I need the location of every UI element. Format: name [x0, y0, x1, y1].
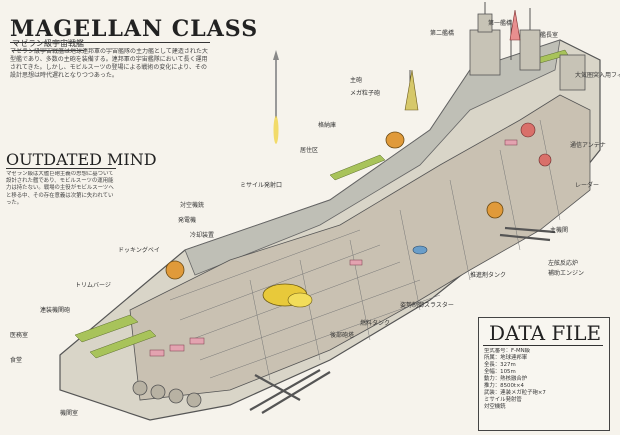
- callout-label: 発電機: [178, 217, 197, 224]
- callout-label: 補助エンジン: [548, 270, 585, 277]
- callout-label: 後部砲塔: [330, 332, 355, 339]
- data-file-row: 武装：連装メガ粒子砲×7: [484, 390, 546, 396]
- data-file-row: 所属：地球連邦軍: [484, 355, 528, 361]
- data-file-panel: DATA FILE 型式番号：F-MN級 所属：地球連邦軍 全長：327m 全幅…: [478, 317, 610, 431]
- page-subtitle: マゼラン級宇宙戦艦: [12, 38, 84, 51]
- data-file-rule: [483, 345, 603, 346]
- callout-label: 大気圏突入用フィン: [575, 72, 620, 79]
- data-file-row: 推力：8500t×4: [484, 383, 524, 389]
- callout-label: 左舷反応炉: [548, 260, 579, 267]
- title-underline: [10, 42, 210, 43]
- callout-label: 第二艦橋: [430, 30, 455, 37]
- section-underline: [6, 168, 116, 169]
- callout-label: 連装機関砲: [40, 307, 71, 314]
- callout-label: 推進剤タンク: [470, 272, 507, 279]
- callout-label: トリムバージ: [75, 282, 111, 289]
- callout-label: 居住区: [300, 147, 319, 154]
- callout-label: 食堂: [10, 357, 23, 364]
- callout-label: 格納庫: [318, 122, 337, 129]
- section-paragraph: マゼラン級は大艦巨砲主義の思想に基づいて設計された艦であり、モビルスーツの運用能…: [6, 171, 114, 206]
- callout-label: 冷却装置: [190, 232, 215, 239]
- callout-label: 燃料タンク: [360, 320, 391, 327]
- data-file-row: 動力：熱核融合炉: [484, 376, 528, 382]
- callout-label: 艦長室: [540, 32, 559, 39]
- callout-label: 通信アンテナ: [570, 142, 606, 149]
- data-file-title: DATA FILE: [489, 321, 602, 345]
- data-file-row: 対空機銃: [484, 404, 506, 410]
- data-file-row: ミサイル発射管: [484, 397, 522, 403]
- callout-label: メガ粒子砲: [350, 90, 381, 97]
- data-file-row: 全長：327m: [484, 362, 516, 368]
- callout-label: ミサイル発射口: [240, 182, 283, 189]
- data-file-row: 全幅：105m: [484, 369, 516, 375]
- callout-label: レーダー: [575, 182, 600, 189]
- callout-label: 機関室: [60, 410, 79, 417]
- callout-label: 主機関: [550, 227, 569, 234]
- callout-label: 第一艦橋: [488, 20, 513, 27]
- callout-label: 医務室: [10, 332, 29, 339]
- data-file-row: 型式番号：F-MN級: [484, 348, 531, 354]
- intro-paragraph: マゼラン級宇宙戦艦は地球連邦軍の宇宙艦隊の主力艦として建造された大型艦であり、多…: [10, 48, 208, 79]
- data-file-body: 型式番号：F-MN級 所属：地球連邦軍 全長：327m 全幅：105m 動力：熱…: [484, 348, 604, 428]
- callout-label: 主砲: [350, 77, 363, 84]
- callout-label: 姿勢制御スラスター: [400, 302, 454, 309]
- callout-label: 対空機銃: [180, 202, 205, 209]
- callout-label: ドッキングベイ: [118, 247, 160, 254]
- section-title: OUTDATED MIND: [6, 150, 157, 169]
